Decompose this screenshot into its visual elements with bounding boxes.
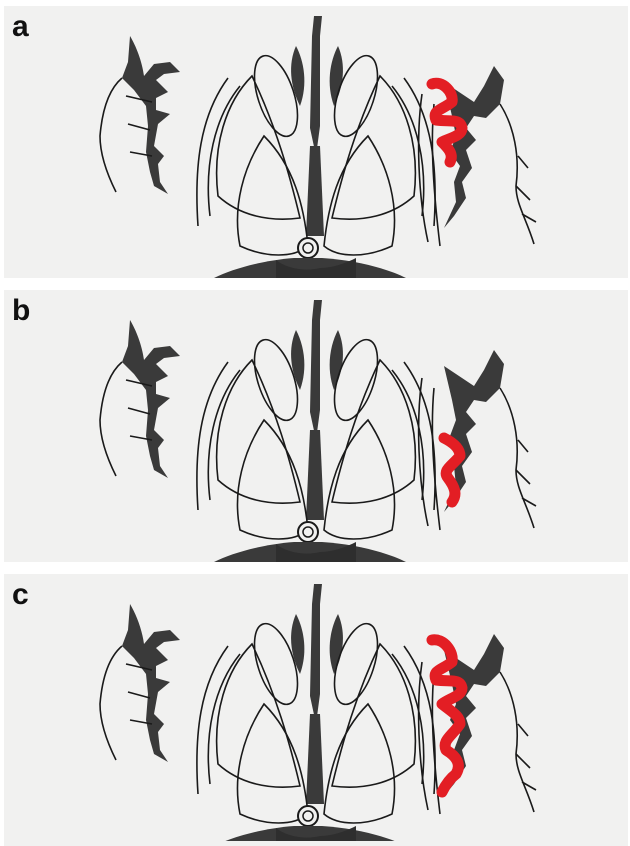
panel-a: a bbox=[4, 6, 628, 278]
panel-label: c bbox=[12, 580, 29, 610]
panel-b: b bbox=[4, 290, 628, 562]
panel-label: b bbox=[12, 296, 30, 326]
panel-c: c bbox=[4, 574, 628, 846]
anatomy-diagram bbox=[4, 574, 628, 841]
anatomy-diagram bbox=[4, 6, 628, 278]
panel-label: a bbox=[12, 12, 29, 42]
anatomy-diagram bbox=[4, 290, 628, 562]
